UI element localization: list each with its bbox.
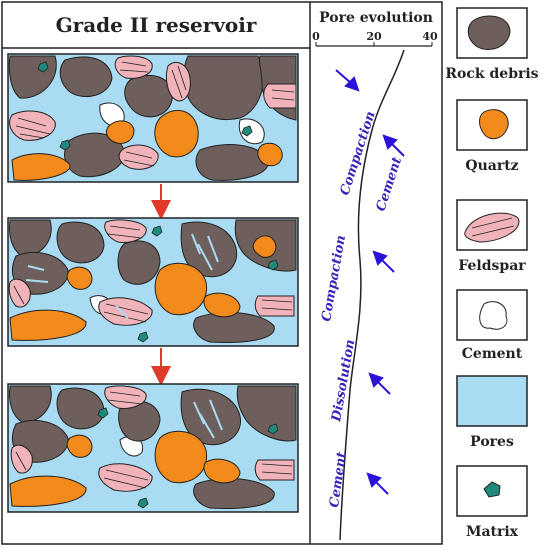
quartz-grain — [203, 292, 241, 318]
cement-arrowhead — [372, 250, 388, 266]
quartz-grain — [66, 434, 93, 458]
quartz-grain — [154, 430, 208, 484]
feldspar-grain — [114, 55, 153, 79]
legend-label: Rock debris — [445, 66, 538, 82]
quartz-icon — [479, 109, 509, 140]
feldspar-grain — [98, 463, 153, 492]
rock-debris-grain — [236, 385, 297, 442]
pores-icon — [456, 375, 528, 427]
feldspar-grain — [8, 278, 31, 308]
cement-icon — [479, 301, 508, 330]
rock-debris-grain — [195, 144, 269, 181]
quartz-grain — [9, 475, 87, 507]
legend-label: Quartz — [465, 158, 518, 174]
feldspar-grain — [104, 219, 147, 243]
quartz-grain — [154, 262, 208, 316]
quartz-grain — [9, 309, 87, 341]
matrix-grain — [37, 61, 49, 73]
cement-arrowhead — [382, 134, 398, 150]
matrix-grain — [137, 331, 149, 343]
matrix-grain — [97, 407, 109, 419]
rock-debris-grain — [117, 240, 161, 285]
feldspar-icon — [464, 212, 520, 243]
feldspar-grain — [254, 459, 295, 481]
quartz-grain — [106, 120, 135, 144]
legend-label: Pores — [470, 434, 514, 450]
legend: Rock debris Quartz Feldspar Cement Pores… — [445, 7, 539, 540]
rock-debris-grain — [56, 387, 105, 430]
rock-debris-grain — [180, 388, 242, 446]
matrix-grain — [137, 497, 149, 509]
left-panel-title: Grade II reservoir — [56, 13, 257, 37]
rock-debris-grain — [118, 400, 161, 442]
cement-arrowhead — [366, 472, 382, 488]
porosity-curve — [339, 49, 405, 541]
feldspar-grain — [98, 297, 153, 326]
dissolution-arrowhead — [368, 372, 384, 388]
compaction-arrowhead — [344, 76, 360, 92]
reservoir-block-3 — [7, 383, 299, 513]
rock-debris-grain — [59, 56, 113, 97]
axis-tick-label: 20 — [366, 30, 382, 43]
matrix-grain — [241, 125, 253, 137]
reservoir-block-2 — [7, 217, 299, 347]
feldspar-grain — [263, 83, 297, 109]
blue-arrows — [335, 69, 405, 495]
matrix-grain — [267, 423, 279, 435]
feldspar-grain — [118, 144, 159, 170]
reservoir-block-1 — [7, 53, 299, 183]
pore-evolution-title: Pore evolution — [319, 10, 433, 26]
feldspar-grain — [9, 110, 56, 141]
feldspar-grain — [104, 385, 147, 409]
matrix-grain — [267, 259, 279, 271]
matrix-grain — [151, 225, 163, 237]
quartz-grain — [252, 235, 277, 258]
rock-debris-grain — [56, 221, 105, 264]
rock-debris-icon — [467, 15, 511, 50]
quartz-grain — [203, 458, 241, 484]
quartz-grain — [11, 153, 71, 181]
feldspar-grain — [10, 444, 33, 474]
axis-tick-label: 0 — [312, 30, 320, 43]
quartz-grain — [257, 142, 283, 167]
axis-tick-label: 40 — [422, 30, 438, 43]
feldspar-grain — [165, 62, 191, 102]
matrix-icon — [483, 481, 501, 498]
quartz-grain — [66, 266, 93, 290]
quartz-grain — [154, 109, 199, 158]
legend-label: Feldspar — [458, 258, 526, 274]
legend-label: Matrix — [466, 524, 519, 540]
rock-debris-grain — [180, 221, 238, 278]
feldspar-grain — [254, 295, 295, 317]
legend-label: Cement — [462, 346, 523, 362]
matrix-grain — [59, 139, 71, 151]
rock-debris-grain — [124, 74, 173, 118]
